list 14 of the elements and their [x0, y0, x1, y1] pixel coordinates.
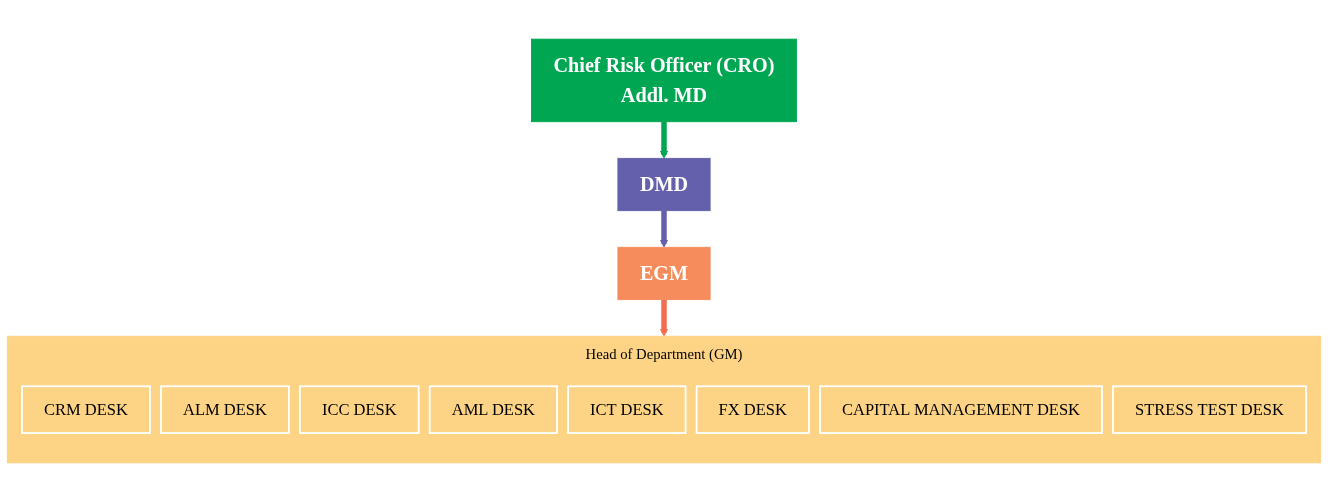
node-box: CAPITAL MANAGEMENT DESK	[819, 385, 1103, 434]
node-box: ICT DESK	[567, 385, 687, 434]
node-box: FX DESK	[695, 385, 810, 434]
arrow	[659, 210, 669, 248]
node-box: STRESS TEST DESK	[1112, 385, 1307, 434]
arrow	[659, 299, 669, 337]
arrow	[659, 121, 669, 159]
node-box: EGM	[617, 246, 711, 301]
node-box: DMD	[617, 157, 711, 212]
node-box: ALM DESK	[160, 385, 290, 434]
node-box: AML DESK	[428, 385, 558, 434]
node-box: Chief Risk Officer (CRO) Addl. MD	[531, 38, 797, 123]
node-box: CRM DESK	[21, 385, 151, 434]
node-box: ICC DESK	[299, 385, 420, 434]
